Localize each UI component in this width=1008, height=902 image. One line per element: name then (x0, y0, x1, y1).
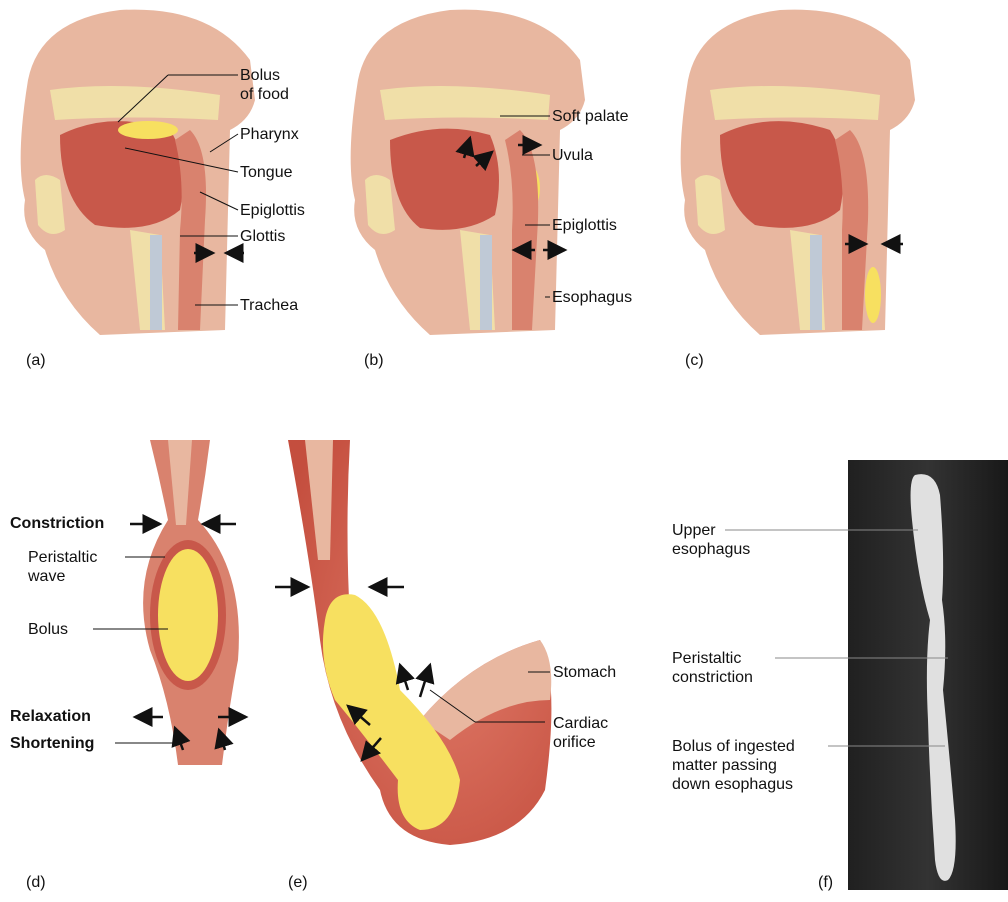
label-relaxation: Relaxation (10, 707, 91, 726)
label-upper-esophagus: Upper esophagus (672, 521, 750, 559)
label-peristaltic-constriction: Peristaltic constriction (672, 649, 753, 687)
label-peristaltic-wave: Peristaltic wave (28, 548, 97, 586)
label-epiglottis-b: Epiglottis (552, 216, 617, 235)
head-illustration-c (681, 10, 915, 335)
label-stomach: Stomach (553, 663, 616, 682)
panel-letter-f: (f) (818, 874, 833, 892)
panel-letter-e: (e) (288, 874, 308, 892)
label-shortening: Shortening (10, 734, 94, 753)
label-glottis: Glottis (240, 227, 285, 246)
label-tongue: Tongue (240, 163, 293, 182)
arrow-e-up-1 (400, 665, 408, 690)
label-bolus-of-ingested-matter: Bolus of ingested matter passing down es… (672, 737, 795, 794)
esophagus-stomach-illustration-e (288, 440, 551, 845)
head-illustration-a (21, 10, 255, 335)
panel-letter-d: (d) (26, 874, 46, 892)
label-soft-palate: Soft palate (552, 107, 629, 126)
head-illustration-b (351, 10, 585, 335)
label-pharynx: Pharynx (240, 125, 299, 144)
panel-letter-b: (b) (364, 352, 384, 370)
panel-letter-c: (c) (685, 352, 704, 370)
arrow-e-up-2 (420, 665, 430, 697)
label-epiglottis-a: Epiglottis (240, 201, 305, 220)
label-cardiac-orifice: Cardiac orifice (553, 714, 608, 752)
label-esophagus: Esophagus (552, 288, 632, 307)
label-trachea: Trachea (240, 296, 298, 315)
label-bolus-d: Bolus (28, 620, 68, 639)
label-constriction: Constriction (10, 514, 104, 533)
label-bolus-of-food: Bolus of food (240, 66, 289, 104)
xray-image-f (848, 460, 1008, 890)
panel-letter-a: (a) (26, 352, 46, 370)
label-uvula: Uvula (552, 146, 593, 165)
